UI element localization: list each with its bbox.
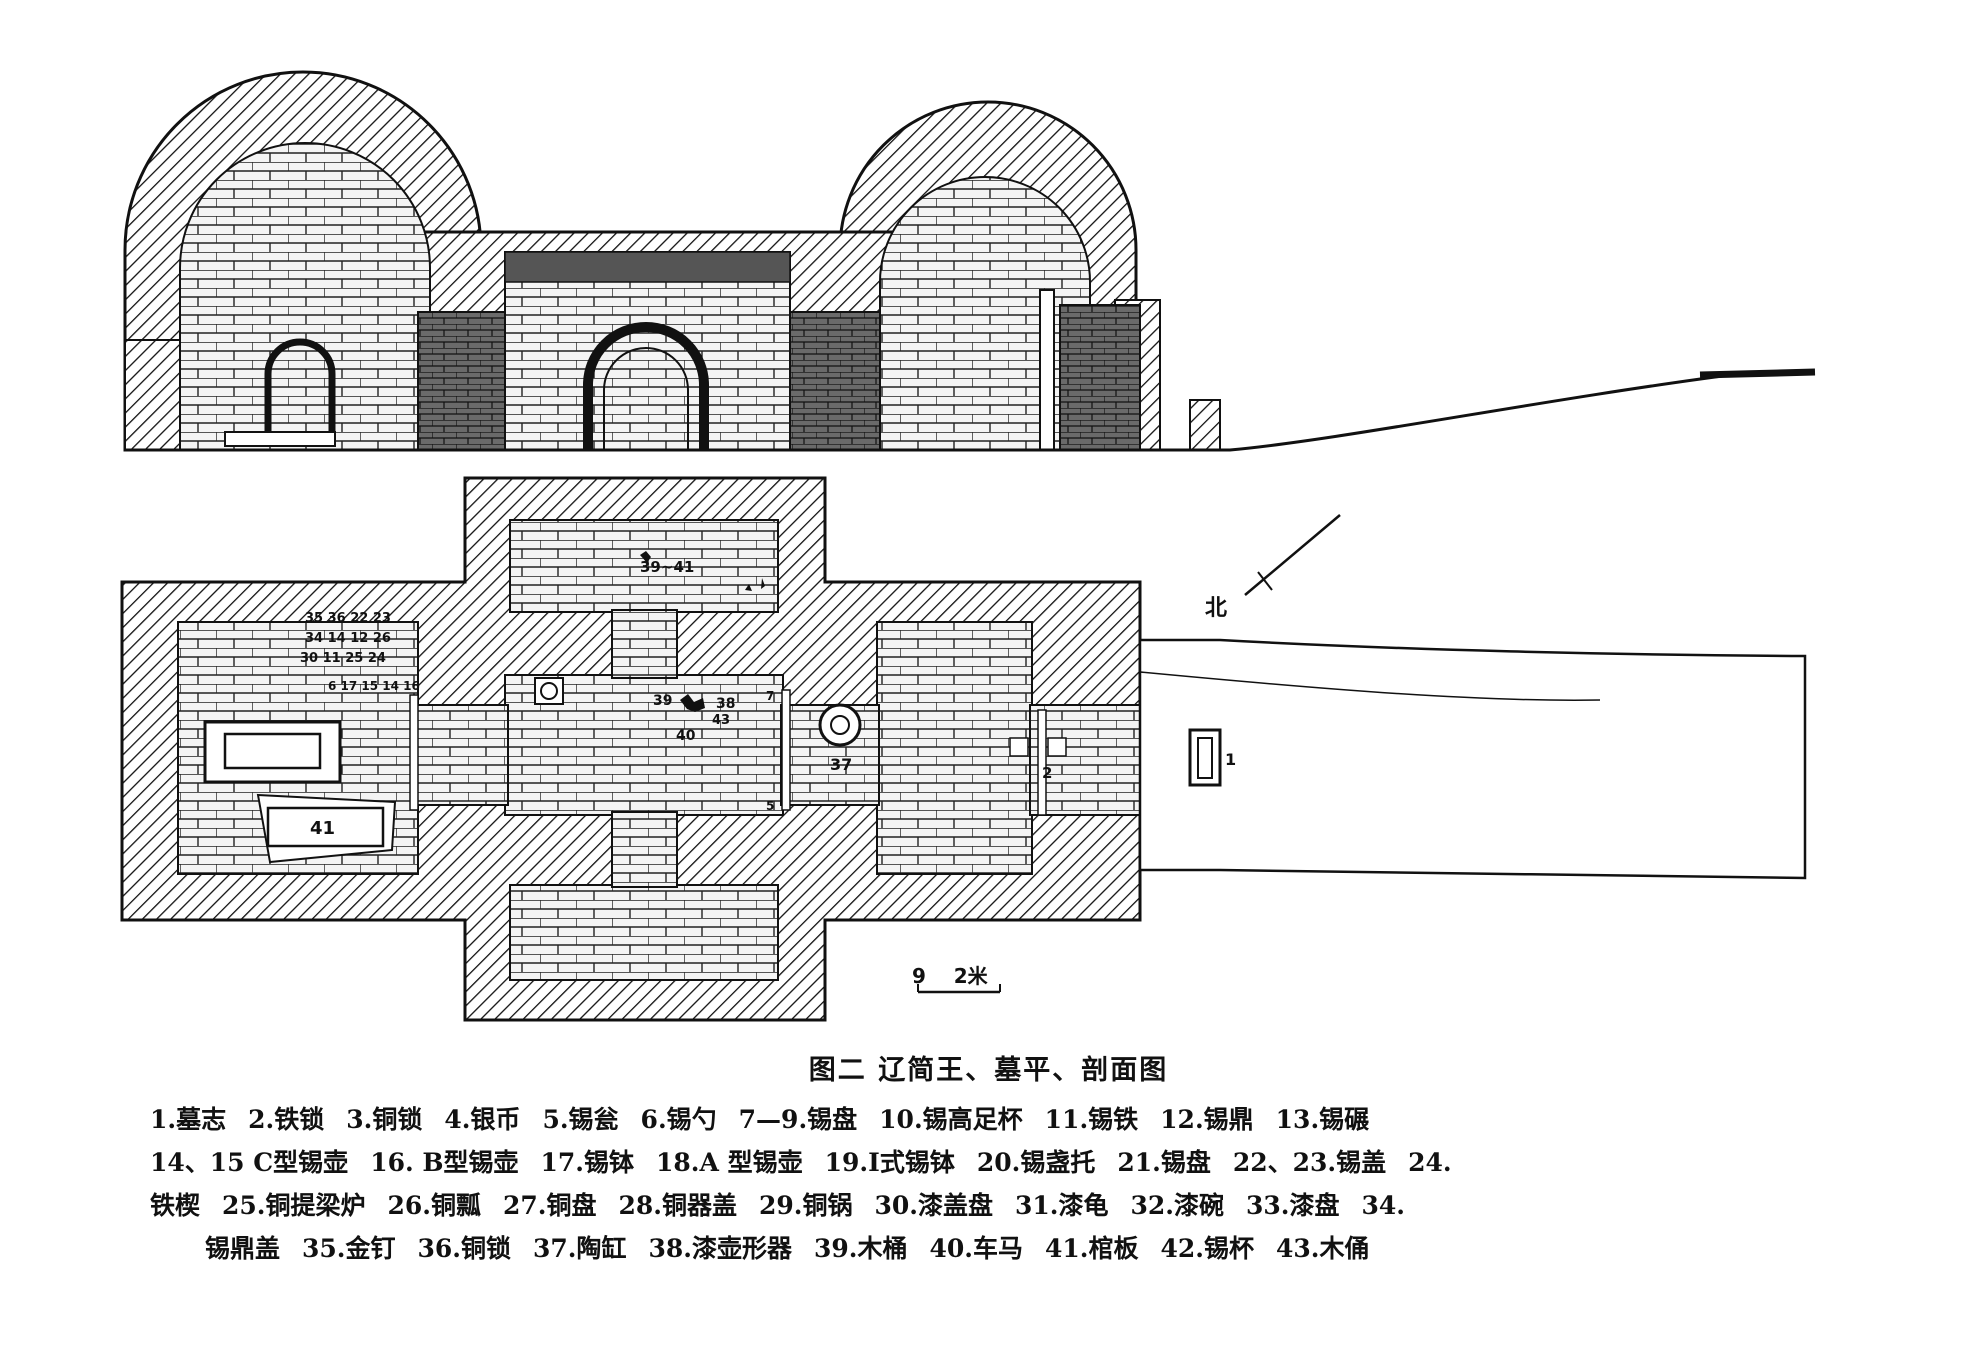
legend-item: 19.I式锡钵 [824, 1148, 955, 1177]
legend-item: 21.锡盘 [1117, 1148, 1211, 1177]
legend-item: 22、23.锡盖 [1232, 1148, 1387, 1177]
right-corridor-band [789, 311, 881, 451]
legend-item: 10.锡高足杯 [879, 1105, 1023, 1134]
legend-item: 32.漆碗 [1130, 1191, 1225, 1220]
dromos-ramp [1138, 638, 1807, 880]
ground-line [125, 370, 1811, 452]
legend-item: 3.铜锁 [346, 1105, 423, 1134]
scale-label: 9 2米 [912, 964, 989, 988]
legend-item: 5.锡瓮 [542, 1105, 619, 1134]
left-dome-interior [179, 142, 431, 451]
legend-item: 16. B型锡壶 [370, 1148, 519, 1177]
label-center-d: 40 [676, 728, 696, 744]
entrance-passage [1029, 704, 1141, 816]
legend-item: 35.金钉 [302, 1234, 396, 1263]
east-chamber [876, 621, 1033, 875]
label-nw-4: 6 17 15 14 16 [328, 679, 420, 693]
legend-item: 1.墓志 [150, 1105, 227, 1134]
legend-item: 20.锡盏托 [976, 1148, 1096, 1177]
legend-item: 14、15 C型锡壶 [150, 1148, 349, 1177]
scale-bar [917, 984, 1001, 994]
legend-item: 39.木桶 [814, 1234, 908, 1263]
legend-item: 13.锡碾 [1275, 1105, 1370, 1134]
legend-item: 41.棺板 [1045, 1234, 1139, 1263]
legend-item: 17.锡钵 [540, 1148, 635, 1177]
legend-item: 25.铜提梁炉 [222, 1191, 366, 1220]
section-view [123, 70, 1816, 452]
legend-item: 6.锡勺 [640, 1105, 717, 1134]
legend-item: 铁楔 [150, 1191, 201, 1220]
legend-item: 30.漆盖盘 [874, 1191, 994, 1220]
legend-item: 33.漆盘 [1246, 1191, 1340, 1220]
legend-item: 4.银币 [444, 1105, 521, 1134]
legend-item: 7—9.锡盘 [738, 1105, 858, 1134]
legend-item: 36.铜锁 [417, 1234, 512, 1263]
legend-item: 38.漆壶形器 [648, 1234, 793, 1263]
north-label: 北 [1205, 596, 1227, 621]
legend-item: 12.锡鼎 [1160, 1105, 1254, 1134]
west-corridor [415, 704, 509, 806]
label-rear-chamber-cluster: 39~41 [640, 558, 694, 576]
label-epitaph: 1 [1225, 750, 1236, 769]
label-center-c: 43 [712, 713, 730, 728]
legend: 1.墓志 2.铁锁 3.铜锁 4.银币 5.锡瓮 6.锡勺 7—9.锡盘 10.锡高足杯 11.… [150, 1098, 1770, 1270]
legend-item: 31.漆龟 [1015, 1191, 1109, 1220]
legend-item: 29.铜锅 [759, 1191, 853, 1220]
legend-item: 24. [1408, 1148, 1452, 1177]
left-base-wall [124, 339, 186, 451]
legend-item: 34. [1361, 1191, 1406, 1220]
legend-item: 37.陶缸 [533, 1234, 627, 1263]
north-chamber [509, 519, 779, 613]
label-center-b: 38 [716, 696, 735, 712]
label-center-a: 39 [653, 693, 672, 709]
label-nw-1: 35 36 22 23 [305, 611, 391, 626]
legend-line-2: 14、15 C型锡壶 16. B型锡壶 17.锡钵 18.A 型锡壶 19.I式锡钵 20… [150, 1141, 1770, 1184]
legend-item: 2.铁锁 [248, 1105, 325, 1134]
entrance-pier [1189, 399, 1221, 451]
legend-item: 26.铜瓢 [387, 1191, 482, 1220]
label-nw-2: 34 14 12 26 [305, 631, 391, 646]
label-mark-7: 7 [766, 689, 774, 703]
figure-caption: 图二 辽简王、墓平、剖面图 [808, 1055, 1169, 1086]
legend-item: 43.木俑 [1276, 1234, 1370, 1263]
right-dome-interior [879, 176, 1091, 451]
legend-line-3: 铁楔 25.铜提梁炉 26.铜瓢 27.铜盘 28.铜器盖 29.铜锅 30.漆盖盘 31.漆… [150, 1184, 1770, 1227]
label-mark-5: 5 [766, 799, 774, 813]
north-arrow [1244, 514, 1341, 596]
legend-line-4: 锡鼎盖 35.金钉 36.铜锁 37.陶缸 38.漆壶形器 39.木桶 40.车马 41.棺板… [150, 1227, 1770, 1270]
legend-item: 18.A 型锡壶 [656, 1148, 803, 1177]
epitaph-box [1188, 728, 1222, 787]
legend-item: 42.锡杯 [1160, 1234, 1255, 1263]
label-pottery-jar: 37 [830, 755, 852, 774]
central-arch-door [583, 322, 709, 450]
right-chamber-dark [1059, 304, 1141, 451]
left-corridor-band [417, 311, 511, 451]
label-coffin-board: 41 [310, 818, 335, 839]
label-iron-lock: 2 [1042, 764, 1052, 782]
label-nw-3: 30 11 25 24 [300, 651, 386, 666]
legend-item: 锡鼎盖 [205, 1234, 281, 1263]
legend-item: 28.铜器盖 [618, 1191, 738, 1220]
left-arch-door [264, 338, 336, 432]
legend-item: 40.车马 [929, 1234, 1024, 1263]
south-chamber [509, 884, 779, 981]
plan-view [120, 476, 1807, 1022]
legend-item: 27.铜盘 [503, 1191, 597, 1220]
legend-item: 11.锡铁 [1044, 1105, 1139, 1134]
legend-line-1: 1.墓志 2.铁锁 3.铜锁 4.银币 5.锡瓮 6.锡勺 7—9.锡盘 10.锡高足杯 11.… [150, 1098, 1770, 1141]
